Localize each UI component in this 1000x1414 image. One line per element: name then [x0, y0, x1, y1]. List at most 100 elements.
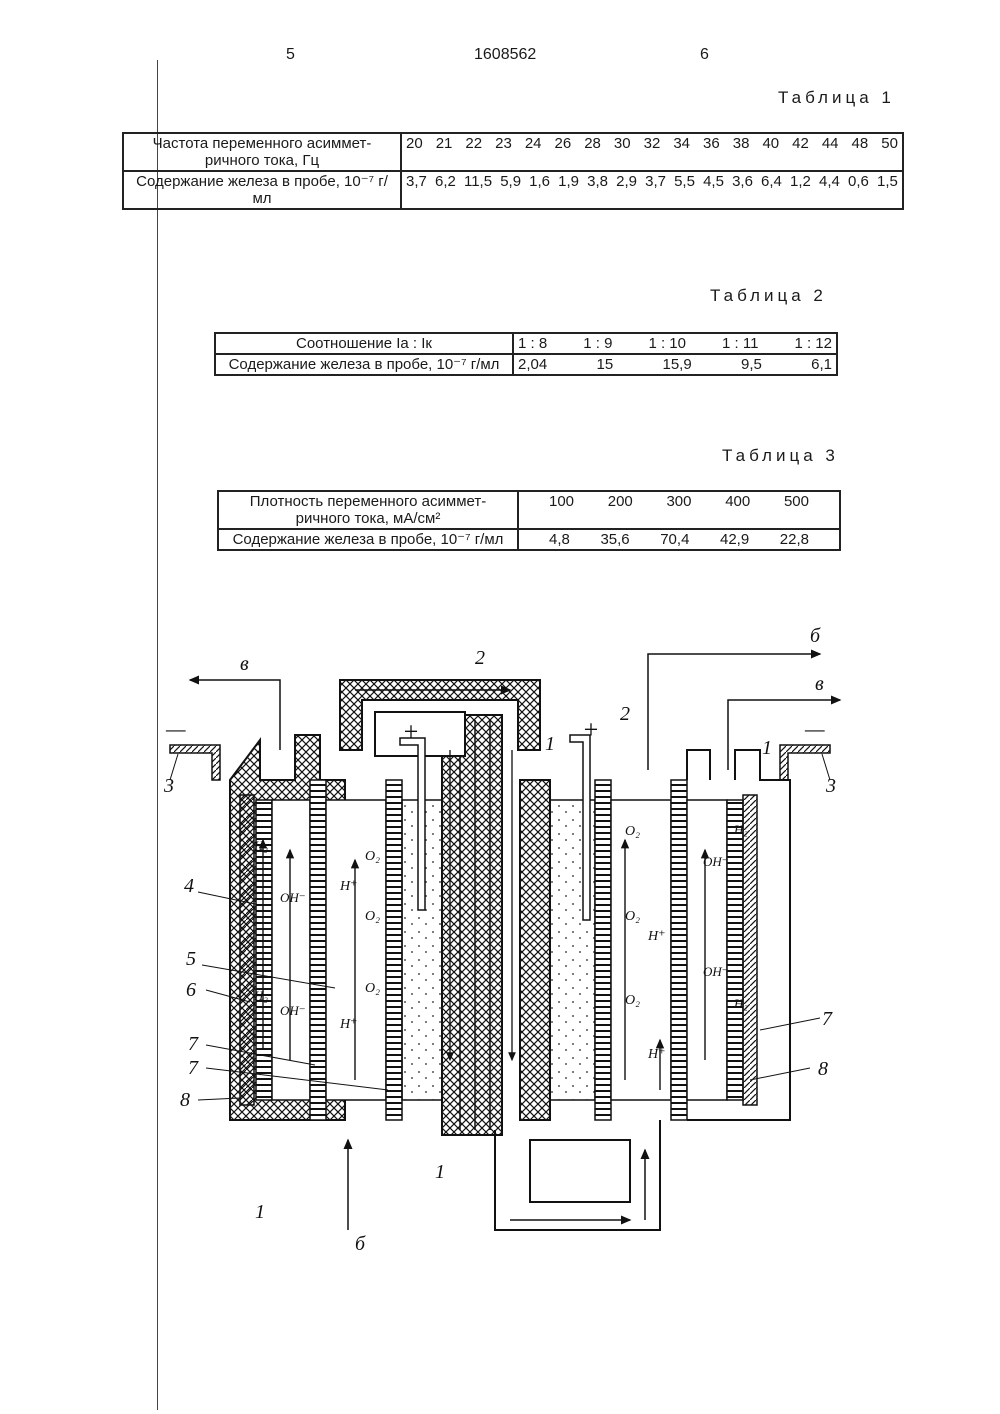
- table3-cell: 200: [608, 493, 633, 510]
- outlet-label-v-right: в: [815, 673, 824, 695]
- ion-oh-left-2: OH⁻: [280, 1003, 306, 1018]
- table1-cell: 22: [465, 135, 482, 152]
- minus-sign-right: —: [804, 716, 825, 741]
- table3-row2-values: 4,835,670,442,922,8: [518, 529, 840, 550]
- ion-h-left-1: H⁺: [339, 879, 358, 894]
- plus-sign-left: +: [402, 717, 420, 746]
- table1: Частота переменного асиммет-ричного тока…: [122, 132, 904, 210]
- table3: Плотность переменного асиммет-ричного то…: [217, 490, 841, 551]
- table1-cell: 42: [792, 135, 809, 152]
- table1-cell: 2,9: [616, 173, 637, 190]
- table3-cell: 22,8: [780, 531, 809, 548]
- left-membrane-inner: [310, 780, 326, 1120]
- ion-h-left-2: H⁺: [339, 1017, 358, 1032]
- label-1-bottom: 1: [435, 1161, 445, 1183]
- table3-cell: 35,6: [600, 531, 629, 548]
- patent-number: 1608562: [474, 46, 536, 64]
- label-2-left: 2: [475, 647, 485, 669]
- label-4: 4: [184, 875, 194, 897]
- electrolyzer-diagram: в б в б 2 2 3 3 1 1 1 1 4 5 6 7 7 8 7 8 …: [150, 620, 870, 1260]
- table3-cell: 70,4: [660, 531, 689, 548]
- table3-caption: Таблица 3: [722, 446, 839, 466]
- table1-cell: 23: [495, 135, 512, 152]
- table1-cell: 11,5: [464, 173, 492, 190]
- table1-cell: 6,4: [761, 173, 782, 190]
- table1-caption: Таблица 1: [778, 88, 895, 108]
- table1-row2-values: 3,76,211,55,91,61,93,82,93,75,54,53,66,4…: [401, 171, 903, 209]
- table1-cell: 40: [762, 135, 779, 152]
- minus-sign-left: —: [165, 716, 186, 741]
- table1-cell: 28: [584, 135, 601, 152]
- label-5: 5: [186, 948, 196, 970]
- table1-cell: 5,9: [500, 173, 521, 190]
- table1-cell: 36: [703, 135, 720, 152]
- left-cell: [230, 715, 502, 1135]
- table1-cell: 3,8: [587, 173, 608, 190]
- ion-h-right-2: H⁺: [647, 1047, 666, 1062]
- table2-row1-label: Соотношение Iа : Iк: [215, 333, 513, 354]
- right-terminal: [780, 745, 830, 780]
- table1-row1-values: 2021222324262830323436384042444850: [401, 133, 903, 171]
- table3-cell: 500: [784, 493, 809, 510]
- table1-row2-label-text: Содержание железа в пробе, 10⁻⁷ г/мл: [136, 173, 388, 207]
- table1-row-iron: Содержание железа в пробе, 10⁻⁷ г/мл 3,7…: [123, 171, 903, 209]
- table2-cell: 1 : 12: [794, 335, 832, 352]
- table2-cell: 15,9: [662, 356, 691, 373]
- table3-row-density: Плотность переменного асиммет-ричного то…: [218, 491, 840, 529]
- table1-cell: 6,2: [435, 173, 456, 190]
- gas-o2-right-3: O₂: [625, 993, 640, 1008]
- table1-cell: 1,9: [558, 173, 579, 190]
- label-1-right: 1: [762, 737, 772, 759]
- table2-cell: 1 : 8: [518, 335, 547, 352]
- table3-cell: 300: [666, 493, 691, 510]
- table1-cell: 38: [733, 135, 750, 152]
- gas-o2-left-3: O₂: [365, 981, 380, 996]
- central-column: [442, 715, 502, 1135]
- outlet-label-v-left: в: [240, 653, 249, 675]
- plus-sign-right: +: [582, 715, 600, 744]
- label-2-right: 2: [620, 703, 630, 725]
- gas-o2-right-2: O₂: [625, 909, 640, 924]
- ion-oh-left-1: OH⁻: [280, 890, 306, 905]
- table1-row2-label: Содержание железа в пробе, 10⁻⁷ г/мл: [123, 171, 401, 209]
- label-8-left: 8: [180, 1089, 190, 1111]
- table1-cell: 0,6: [848, 173, 869, 190]
- table3-cell: 42,9: [720, 531, 749, 548]
- table1-cell: 20: [406, 135, 423, 152]
- table1-cell: 1,2: [790, 173, 811, 190]
- table2-cell: 2,04: [518, 356, 547, 373]
- gas-h2-right-2: H₂: [733, 996, 748, 1011]
- table2-row2-label: Содержание железа в пробе, 10⁻⁷ г/мл: [215, 354, 513, 375]
- gas-h2-right-1: H₂: [733, 822, 748, 837]
- label-6: 6: [186, 979, 196, 1001]
- label-3-right: 3: [825, 775, 836, 797]
- table2-cell: 15: [597, 356, 614, 373]
- label-7-right: 7: [822, 1008, 833, 1030]
- table3-cell: 400: [725, 493, 750, 510]
- table1-cell: 24: [525, 135, 542, 152]
- table3-cell: 100: [549, 493, 574, 510]
- table1-cell: 50: [881, 135, 898, 152]
- table3-row2-label: Содержание железа в пробе, 10⁻⁷ г/мл: [218, 529, 518, 550]
- outlet-label-b-right: б: [810, 625, 821, 647]
- table2-cell: 6,1: [811, 356, 832, 373]
- table3-row-iron: Содержание железа в пробе, 10⁻⁷ г/мл 4,8…: [218, 529, 840, 550]
- ion-h-right-1: H⁺: [647, 929, 666, 944]
- right-cell: [495, 735, 790, 1230]
- table2-row-ratio: Соотношение Iа : Iк 1 : 81 : 91 : 101 : …: [215, 333, 837, 354]
- table1-row1-label: Частота переменного асиммет-ричного тока…: [123, 133, 401, 171]
- table1-row-frequency: Частота переменного асиммет-ричного тока…: [123, 133, 903, 171]
- table1-cell: 1,6: [529, 173, 550, 190]
- page-number-left: 5: [286, 46, 295, 64]
- table1-cell: 44: [822, 135, 839, 152]
- gas-o2-left-2: O₂: [365, 909, 380, 924]
- left-cathode: [240, 795, 254, 1105]
- table1-cell: 3,7: [645, 173, 666, 190]
- ion-oh-right-2: OH⁻: [703, 964, 729, 979]
- table2-cell: 1 : 10: [648, 335, 686, 352]
- label-7-a: 7: [188, 1033, 199, 1055]
- table2-row1-values: 1 : 81 : 91 : 101 : 111 : 12: [513, 333, 837, 354]
- ion-oh-right-1: OH⁻: [703, 854, 729, 869]
- table1-cell: 3,6: [732, 173, 753, 190]
- right-cathode: [743, 795, 757, 1105]
